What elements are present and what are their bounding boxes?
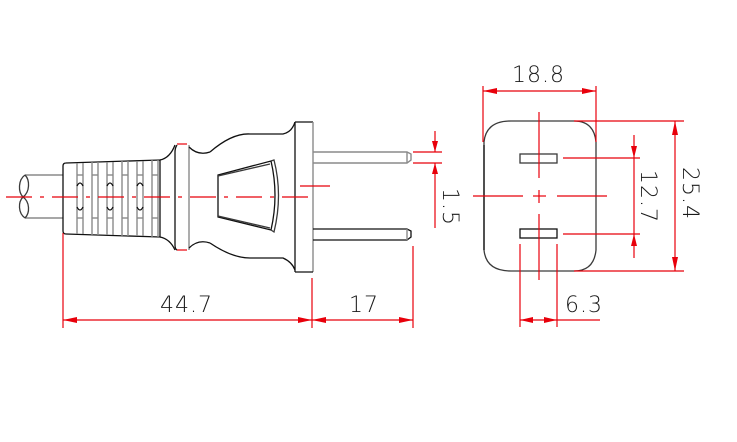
dim-face-height: 25.4 — [677, 167, 702, 220]
dim-pin-length: 17 — [349, 293, 379, 318]
plug-side-view — [6, 121, 412, 273]
pins — [313, 151, 412, 241]
plug-face-view — [473, 112, 607, 280]
dim-face-width: 18.8 — [512, 63, 565, 88]
dim-slot-spacing: 12.7 — [635, 170, 660, 223]
dim-body-length: 44.7 — [160, 293, 213, 318]
collar-ring — [174, 143, 211, 251]
dim-slot-width: 6.3 — [565, 293, 603, 318]
face-view-dimensions: 18.8 25.4 12.7 6.3 — [482, 63, 702, 327]
dim-pin-thickness: 1.5 — [437, 188, 462, 226]
plug-body — [209, 121, 296, 271]
side-view-dimensions: 44.7 17 1.5 — [62, 131, 462, 328]
strain-relief — [62, 144, 176, 251]
